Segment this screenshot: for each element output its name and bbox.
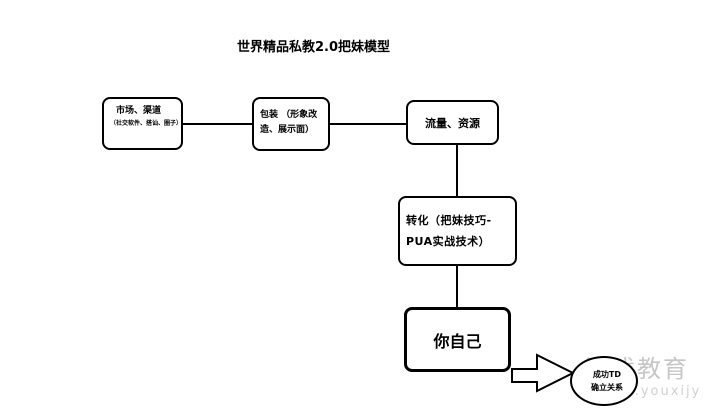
connector-channels-packaging xyxy=(183,123,252,125)
node-conversion-label-line1: 转化（把妹技巧- xyxy=(406,214,492,227)
node-conversion-label-line2: PUA实战技术） xyxy=(406,235,491,248)
connector-traffic-conversion xyxy=(456,145,458,196)
node-channels-sublabel: （社交软件、搭讪、圈子） xyxy=(110,120,183,127)
node-packaging-label: 包装 （形象改造、展示面） xyxy=(260,110,318,135)
node-self-label: 你自己 xyxy=(433,331,482,351)
node-traffic-label: 流量、资源 xyxy=(425,116,480,130)
node-channels-label: 市场、渠道 xyxy=(116,106,162,116)
node-packaging: 包装 （形象改造、展示面） xyxy=(252,97,330,151)
diagram-title: 世界精品私教2.0把妹模型 xyxy=(237,40,391,55)
connector-packaging-traffic xyxy=(330,123,406,125)
node-traffic: 流量、资源 xyxy=(406,100,499,145)
node-conversion: 转化（把妹技巧- PUA实战技术） xyxy=(398,196,517,266)
node-success-label-line1: 成功TD xyxy=(592,370,622,379)
right-arrow-icon xyxy=(511,353,575,393)
node-success: 成功TD 确立关系 xyxy=(570,356,638,406)
connector-conversion-self xyxy=(456,266,458,307)
node-channels: 市场、渠道 （社交软件、搭讪、圈子） xyxy=(102,97,183,150)
node-success-label-line2: 确立关系 xyxy=(591,383,623,392)
node-self: 你自己 xyxy=(404,307,511,372)
